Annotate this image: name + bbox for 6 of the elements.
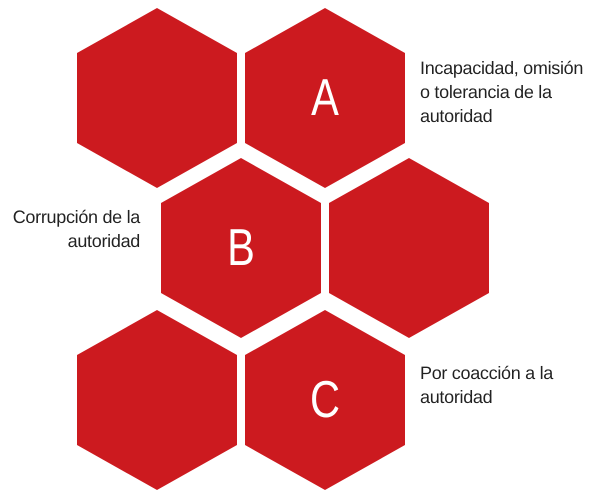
hexagon-letter: C [310,374,340,426]
hexagon-letter: A [311,72,339,124]
caption-text: Corrupción de la autoridad [12,206,140,253]
caption-text: Por coacción a la autoridad [420,362,554,409]
caption-text: Incapacidad, omisión o tolerancia de la autoridad [420,57,584,128]
hexagon-letter: B [227,222,255,274]
